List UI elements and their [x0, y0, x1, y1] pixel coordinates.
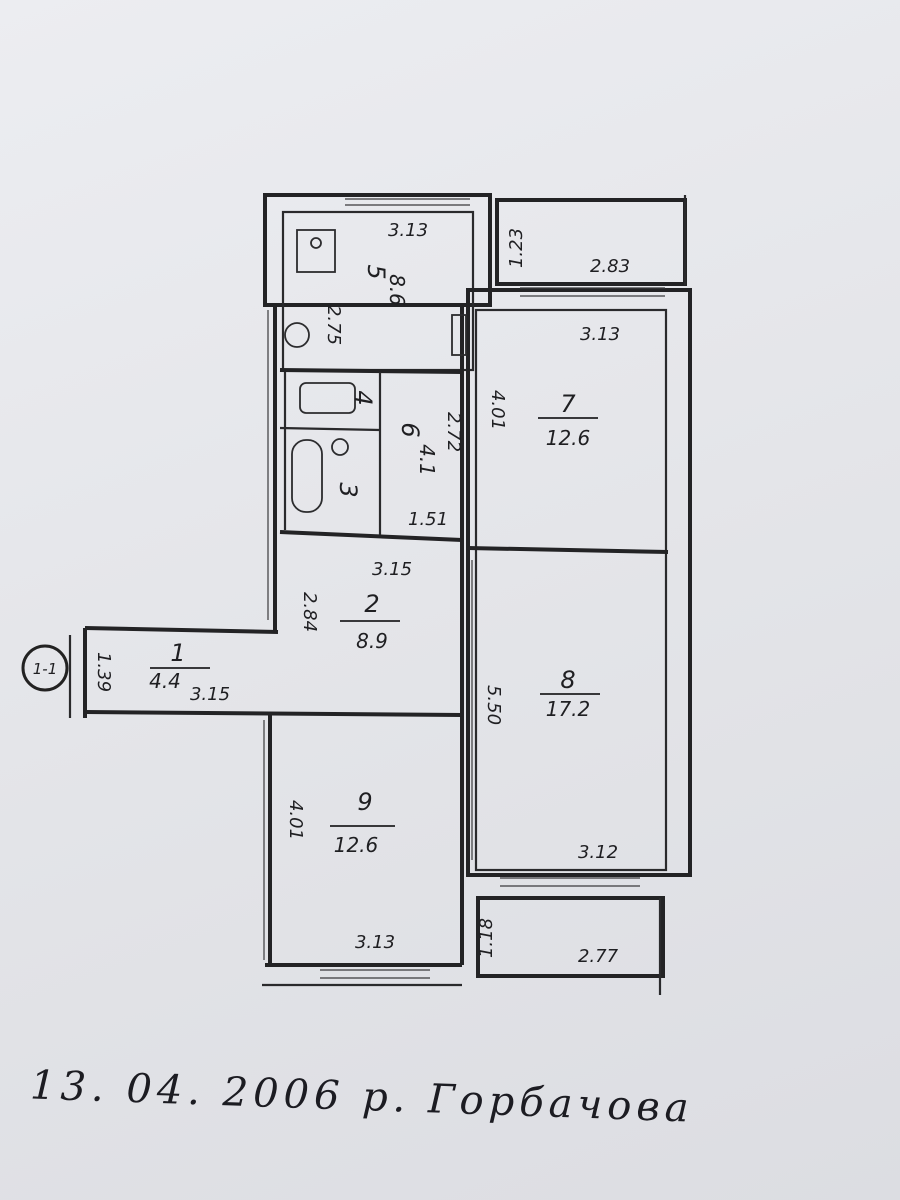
dim-kitchen-depth: 2.75 [323, 305, 344, 345]
room-7-number: 7 [560, 390, 576, 418]
dim-entry-length: 3.15 [190, 684, 230, 705]
room-5-number: 5 [362, 264, 390, 279]
dim-entry-width: 1.39 [93, 652, 114, 692]
room-9-number: 9 [357, 788, 372, 816]
room-8-number: 8 [560, 666, 575, 694]
stove-burner-icon [310, 237, 322, 249]
sink-icon [284, 322, 310, 348]
room-labels: 1 4.4 2 8.9 3 4 5 8.6 6 4.1 7 12.6 8 17.… [149, 264, 600, 857]
entrance-marker: 1-1 [21, 644, 69, 692]
wall-kitchen-inner [281, 210, 475, 372]
dim-room8-depth: 5.50 [483, 685, 504, 725]
room-2-area: 8.9 [356, 629, 388, 653]
entrance-circle-icon [21, 644, 69, 692]
room-8-area: 17.2 [546, 697, 591, 721]
dim-balcony-top-depth: 1.23 [506, 228, 527, 268]
wall-wc-bottom [279, 426, 381, 432]
room-3-number: 3 [334, 482, 362, 497]
dim-room9-depth: 4.01 [285, 800, 306, 840]
dim-hall-depth: 2.84 [299, 592, 320, 632]
stove-icon [296, 229, 336, 273]
room-6-number: 6 [396, 422, 424, 437]
dim-kitchen-width: 3.13 [388, 220, 428, 241]
room-9-area: 12.6 [334, 833, 379, 857]
dim-room7-depth: 4.01 [487, 390, 508, 430]
entrance-marker-label: 1-1 [33, 660, 58, 678]
toilet-icon [299, 382, 356, 414]
dim-corridor-width: 1.51 [408, 509, 448, 530]
wall-partition-7-8 [467, 546, 669, 554]
wall-entry-bottom [84, 710, 463, 717]
room-5-area: 8.6 [385, 274, 409, 306]
dim-room7-width: 3.13 [580, 324, 620, 345]
dim-corridor-depth: 2.72 [443, 412, 464, 452]
wall-right-block-inner [474, 308, 668, 872]
dim-hall-width: 3.15 [372, 559, 412, 580]
riser-icon [451, 314, 467, 356]
dimension-labels: 3.13 2.75 1.23 2.83 3.13 4.01 2.72 1.51 … [93, 220, 630, 967]
wall-kitchen-outer [263, 193, 492, 307]
dim-balcony-top-width: 2.83 [590, 256, 630, 277]
wall-kitchen-bottom [279, 368, 463, 374]
wall-right-block-outer [466, 288, 692, 877]
dim-balcony-bottom-depth: 1.18 [476, 918, 497, 958]
bathtub-icon [291, 439, 323, 513]
dim-room9-width: 3.13 [355, 932, 395, 953]
wall-balcony-bottom [476, 896, 665, 978]
room-6-area: 4.1 [415, 444, 439, 476]
hatching [263, 198, 665, 979]
dim-balcony-bottom-width: 2.77 [578, 946, 619, 967]
room-4-number: 4 [349, 390, 377, 405]
room-1-area: 4.4 [149, 669, 181, 693]
room-2-number: 2 [364, 590, 379, 618]
washbasin-icon [331, 438, 349, 456]
fixtures [284, 229, 467, 513]
walls [68, 193, 692, 995]
wall-bath-bottom [279, 530, 463, 542]
wall-entry-top [84, 626, 279, 634]
room-1-number: 1 [170, 639, 185, 667]
room-7-area: 12.6 [546, 426, 591, 450]
dim-room8-width: 3.12 [578, 842, 618, 863]
